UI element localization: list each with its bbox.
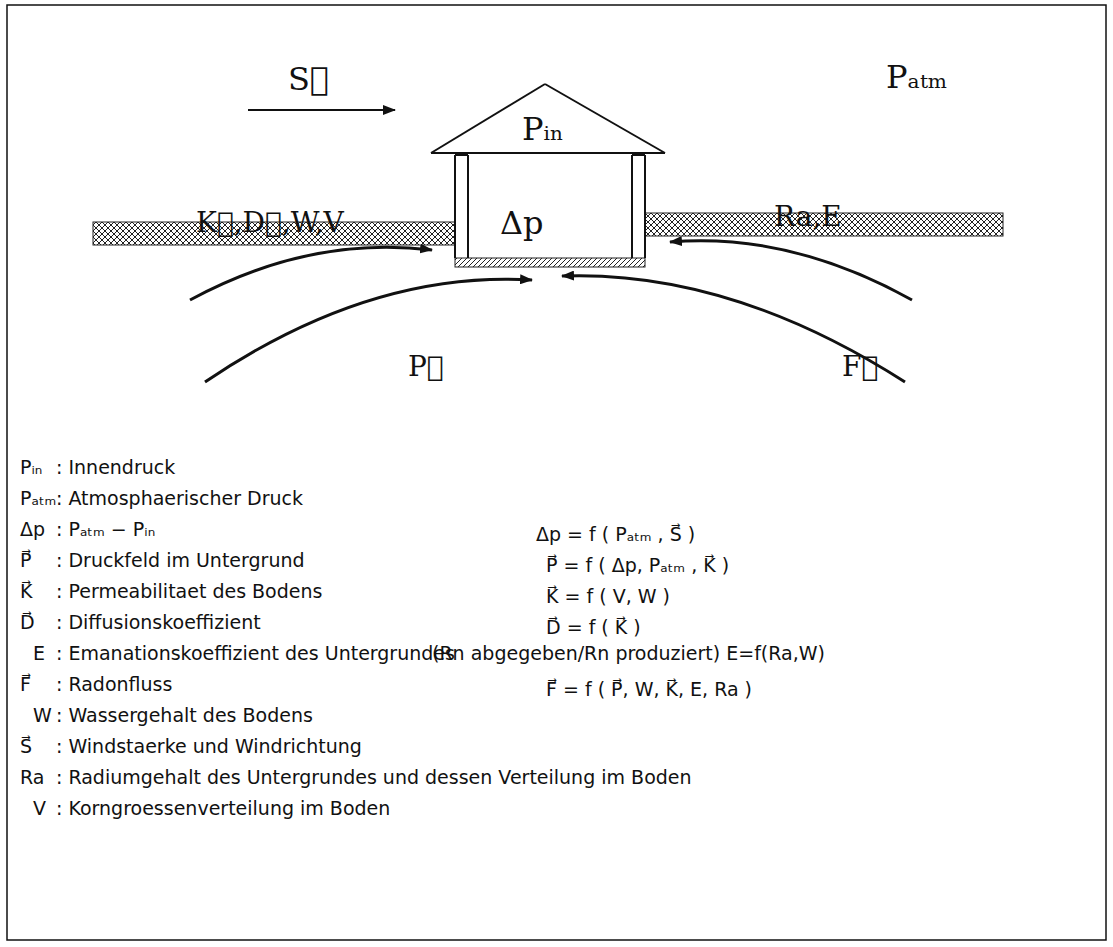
house-outline	[430, 82, 666, 268]
legend-symbol: W	[33, 704, 52, 727]
pressure-label: Pᵢₙ	[522, 110, 564, 148]
legend-symbol: Pₐₜₘ	[20, 487, 56, 510]
legend-symbol: D⃗	[20, 611, 35, 634]
quantity-label: K⃗,D⃗,W,V	[196, 206, 344, 240]
vector-label: S⃗	[288, 60, 329, 98]
equation: Δp = f ( Pₐₜₘ , S⃗ )	[536, 523, 695, 546]
legend-symbol: Pᵢₙ	[20, 456, 42, 479]
house-line	[467, 155, 469, 258]
quantity-label: F⃗	[842, 350, 878, 384]
legend-symbol: Δp	[20, 518, 45, 541]
quantity-label: Ra,E	[774, 200, 842, 234]
frame	[7, 5, 1106, 940]
legend-definition: : Radonfluss	[56, 673, 172, 696]
quantity-label: P⃗	[408, 350, 444, 384]
pressure-label: Pₐₜₘ	[886, 58, 947, 96]
floor-slab	[455, 258, 645, 267]
equation: K⃗ = f ( V, W )	[546, 585, 670, 608]
legend-definition: : Radiumgehalt des Untergrundes und dess…	[56, 766, 692, 789]
legend-symbol: E	[33, 642, 45, 665]
legend-symbol: Ra	[20, 766, 44, 789]
legend-definition: : Permeabilitaet des Bodens	[56, 580, 322, 603]
house-line	[454, 155, 456, 258]
legend-definition: : Atmosphaerischer Druck	[56, 487, 303, 510]
legend-definition: : Windstaerke und Windrichtung	[56, 735, 362, 758]
equation: (Rn abgegeben/Rn produziert) E=f(Ra,W)	[432, 642, 825, 665]
house: PᵢₙΔp	[430, 82, 666, 268]
house-line	[455, 154, 468, 156]
legend-definition: : Wassergehalt des Bodens	[56, 704, 313, 727]
legend-definition: : Pₐₜₘ − Pᵢₙ	[56, 518, 155, 541]
legend-symbol: P⃗	[20, 549, 31, 572]
legend-symbol: S⃗	[20, 735, 32, 758]
legend-definition: : Druckfeld im Untergrund	[56, 549, 305, 572]
legend-symbol: V	[33, 797, 46, 820]
legend-definition: : Korngroessenverteilung im Boden	[56, 797, 390, 820]
legend-definition: : Innendruck	[56, 456, 175, 479]
flow-curve	[670, 241, 912, 300]
house-line	[632, 154, 645, 156]
legend-symbol: F⃗	[20, 673, 31, 696]
legend-definition: : Emanationskoeffizient des Untergrundes	[56, 642, 455, 665]
equation: P⃗ = f ( Δp, Pₐₜₘ , K⃗ )	[546, 554, 729, 577]
flow-curve	[205, 279, 532, 382]
pressure-label: Δp	[500, 204, 544, 242]
equation: D⃗ = f ( K⃗ )	[546, 616, 641, 639]
wind-arrow	[248, 109, 395, 111]
house-line	[644, 155, 646, 258]
legend-symbol: K⃗	[20, 580, 32, 603]
legend-definition: : Diffusionskoeffizient	[56, 611, 261, 634]
house-line	[431, 152, 665, 154]
equation: F⃗ = f ( P⃗, W, K⃗, E, Ra )	[546, 678, 752, 701]
house-line	[631, 155, 633, 258]
